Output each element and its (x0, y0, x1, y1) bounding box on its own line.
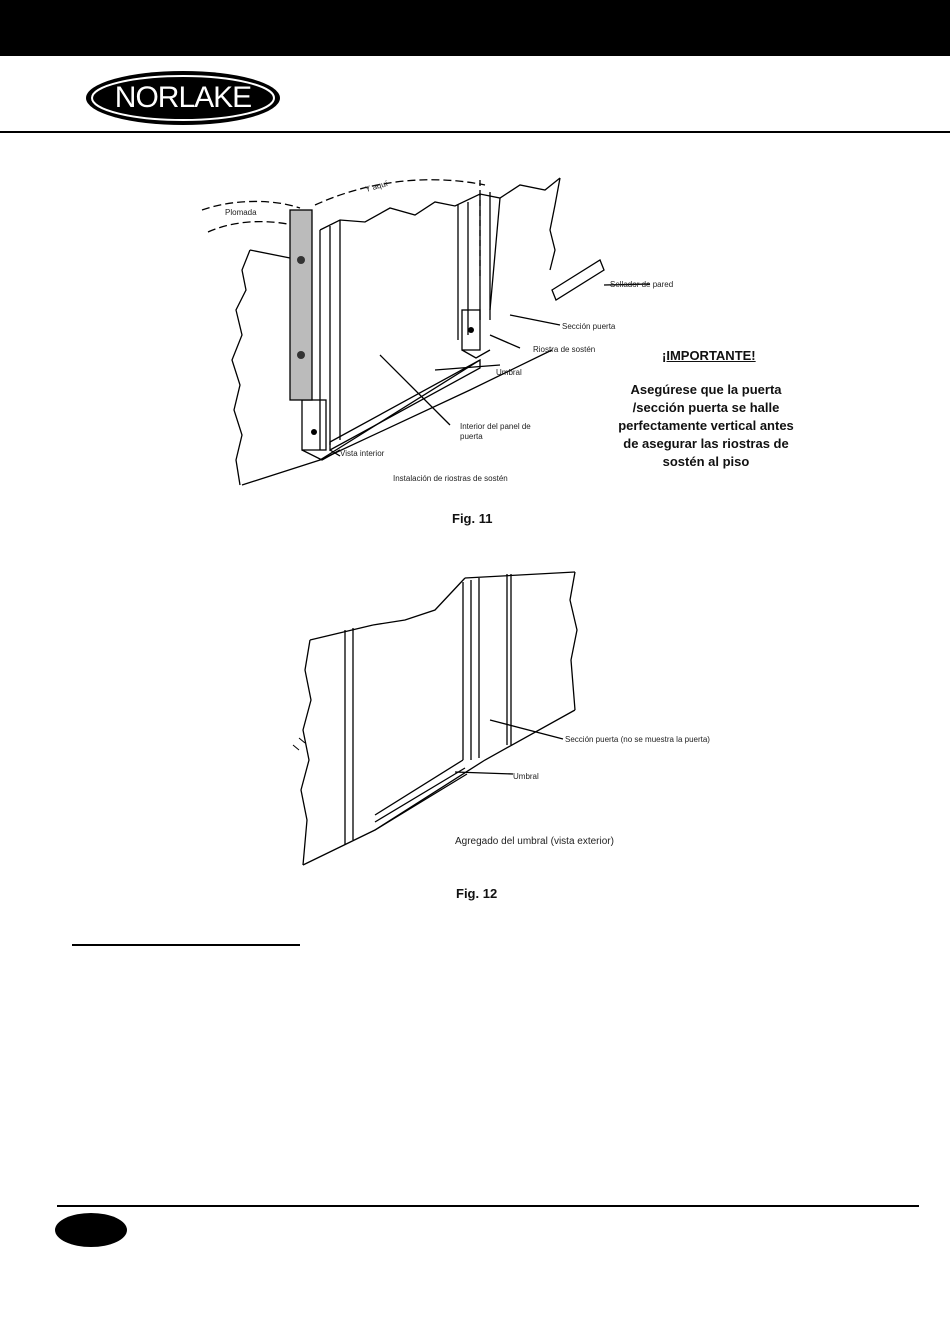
fig12-label-seccion-puerta: Sección puerta (no se muestra la puerta) (565, 735, 710, 744)
fig11-label-plomada: Plomada (225, 208, 257, 217)
fig11-label-umbral: Umbral (496, 368, 522, 377)
page-number-oval (55, 1213, 127, 1247)
fig11-label-riostra: Riostra de sostén (533, 345, 596, 354)
logo-text: NORLAKE (114, 81, 252, 114)
fig11-label-sellador: Sellador de pared (610, 280, 674, 289)
footer-rule (57, 1205, 919, 1207)
fig11-label-interior-1: Interior del panel de (460, 422, 531, 431)
fig11-illustration (201, 177, 651, 486)
fig11-label-vista-interior: Vista interior (340, 449, 385, 458)
important-title: ¡IMPORTANTE! (662, 348, 756, 363)
fig11-label-instalacion: Instalación de riostras de sostén (393, 474, 508, 483)
important-line: de asegurar las riostras de (623, 436, 789, 451)
header-rule (0, 131, 950, 133)
fig12-label-agregado: Agregado del umbral (vista exterior) (455, 836, 614, 847)
fig11-label-seccion-puerta: Sección puerta (562, 322, 616, 331)
important-line: /sección puerta se halle (632, 400, 780, 415)
important-notice: Asegúrese que la puerta /sección puerta … (606, 381, 806, 471)
fig12-illustration (292, 571, 578, 866)
important-line: sostén al piso (662, 454, 750, 469)
header-black-bar (0, 0, 950, 56)
important-line: Asegúrese que la puerta (630, 382, 782, 397)
fig12-label-umbral: Umbral (513, 772, 539, 781)
norlake-logo (86, 71, 280, 125)
fig12-caption: Fig. 12 (456, 886, 498, 901)
fig11-label-interior-2: puerta (460, 432, 483, 441)
fig11-caption: Fig. 11 (452, 511, 493, 526)
important-line: perfectamente vertical antes (618, 418, 794, 433)
section-rule (72, 944, 300, 946)
